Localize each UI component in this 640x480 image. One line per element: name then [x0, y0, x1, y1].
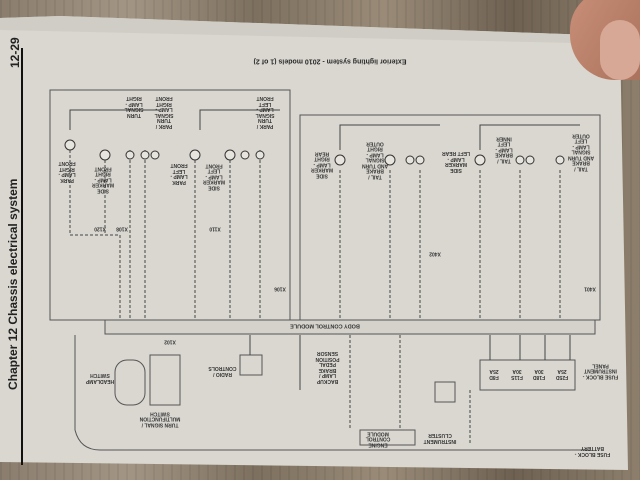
turn-lamp-rf: PARK / TURN SIGNAL LAMP - RIGHT FRONT — [154, 95, 174, 130]
battery-fuse-block: FUSE BLOCK - BATTERY — [574, 445, 611, 458]
park-lamp-lf: PARK LAMP - LEFT FRONT — [170, 162, 188, 186]
radio-controls: RADIO / CONTROLS — [208, 365, 237, 378]
bcm-bar — [104, 319, 596, 335]
thumbnail-nail — [600, 20, 640, 80]
connector: X110 — [209, 225, 221, 232]
fuse-3: F18D 30A — [532, 368, 546, 381]
fuse-block-label: FUSE BLOCK - INSTRUMENT PANEL — [582, 362, 619, 380]
switch-symbol — [434, 381, 456, 403]
diagram-title: Exterior lighting system - 2010 models (… — [253, 57, 407, 65]
brake-pedal-sensor: BACKUP LAMP / BRAKE PEDAL POSITION SENSO… — [315, 350, 340, 385]
chapter-heading: Chapter 12 Chassis electrical system — [6, 178, 20, 390]
fuse-block-rect — [479, 359, 576, 391]
side-marker-rf: SIDE MARKER LAMP - RIGHT FRONT — [92, 165, 114, 194]
engine-control-module: ENGINE CONTROL MODULE — [365, 430, 391, 448]
instrument-cluster: INSTRUMENT CLUSTER — [423, 432, 457, 445]
connector: X108 — [116, 225, 128, 232]
side-marker-lf: SIDE MARKER LAMP - LEFT FRONT — [203, 162, 225, 191]
side-marker-rr: SIDE MARKER LAMP - RIGHT REAR — [311, 150, 333, 179]
fuse-1: F8D 25A — [489, 368, 499, 381]
tail-lamp-r: TAIL / BRAKE AND TURN SIGNAL LAMP - RIGH… — [361, 140, 389, 180]
fuse-4: F25D 25A — [555, 368, 569, 381]
headlamp-switch: HEADLAMP SWITCH — [85, 372, 115, 385]
turn-lamp-lf: PARK / TURN SIGNAL LAMP - LEFT FRONT — [255, 95, 275, 130]
connector: X106 — [274, 285, 286, 292]
park-lamp-rf: PARK LAMP - RIGHT FRONT — [58, 160, 76, 184]
turn-signal-switch: TURN SIGNAL / MULTIFUNCTION SWITCH — [139, 410, 181, 428]
tail-lamp-l: TAIL / BRAKE AND TURN SIGNAL LAMP - LEFT… — [567, 132, 595, 172]
connector: X120 — [94, 225, 106, 232]
connector: X402 — [429, 250, 441, 257]
fuse-2: F11S 30A — [511, 368, 523, 381]
connector: X401 — [584, 285, 596, 292]
page-number: 12-29 — [8, 37, 22, 68]
tail-lamp-l-inner: TAIL / BRAKE LAMP - LEFT INNER — [495, 135, 513, 164]
connector: X102 — [164, 338, 176, 345]
turn-signal-rf: TURN SIGNAL LAMP - RIGHT — [124, 95, 144, 119]
side-marker-lr: SIDE MARKER LAMP - LEFT REAR — [441, 150, 471, 174]
body-control-module: BODY CONTROL MODULE — [290, 322, 360, 329]
